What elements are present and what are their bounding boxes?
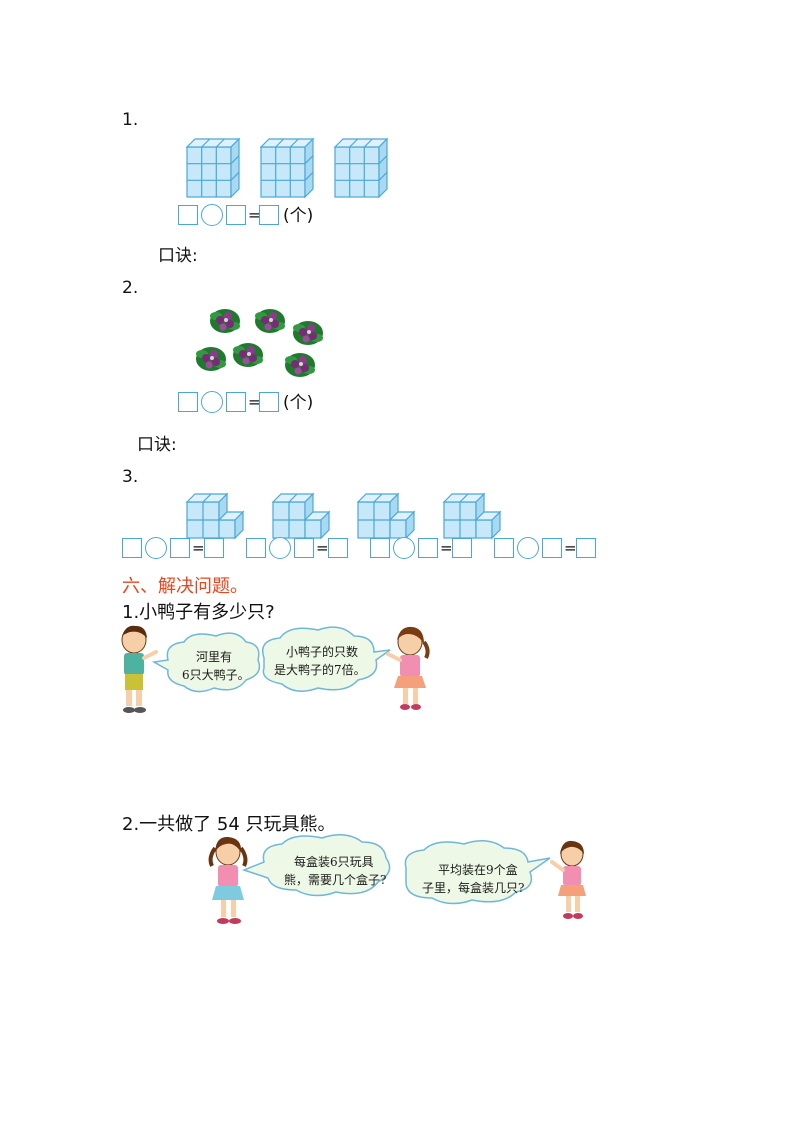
answer-box[interactable] [452,538,472,558]
q1-formula-label: 口诀: [158,246,198,266]
answer-box[interactable] [370,538,390,558]
unit-label: (个) [283,206,314,226]
answer-box[interactable] [178,205,198,225]
equals-sign: = [192,539,205,557]
equals-sign: = [248,393,261,411]
bubble-right-line2: 子里，每盒装几只? [422,880,524,895]
q3-cube-groups [186,493,501,539]
problem-1-text: 1.小鸭子有多少只? [122,602,275,623]
flower-bunch-icon [285,353,315,377]
q2-formula-label: 口诀: [137,435,177,455]
answer-box[interactable] [204,538,224,558]
bubble-left-line1: 每盒装6只玩具 [294,854,374,869]
speech-bubble-icon [241,834,391,897]
section-title: 六、解决问题。 [122,576,248,597]
answer-box[interactable] [294,538,314,558]
operator-circle[interactable] [201,391,223,413]
operator-circle[interactable] [269,537,291,559]
bubble-right-line2: 是大鸭子的7倍。 [274,662,366,677]
equals-sign: = [440,539,453,557]
equals-sign: = [316,539,329,557]
operator-circle[interactable] [201,204,223,226]
operator-circle[interactable] [517,537,539,559]
answer-box[interactable] [418,538,438,558]
girl-figure-icon [386,626,430,710]
answer-box[interactable] [494,538,514,558]
answer-box[interactable] [170,538,190,558]
girl-figure-icon [550,840,586,919]
cube-block-icon [186,493,244,539]
speech-bubble-icon [151,632,261,693]
problem-2-illustration: 每盒装6只玩具 熊，需要几个盒子? 平均装在9个盒 子里，每盒装几只? [208,834,586,924]
answer-box[interactable] [226,205,246,225]
speech-bubble-icon [262,626,391,692]
bubble-left-line1: 河里有 [196,650,232,664]
bubble-right-line1: 平均装在9个盒 [438,862,518,877]
answer-box[interactable] [246,538,266,558]
bubble-right-line1: 小鸭子的只数 [286,644,358,659]
problem-2-text: 2.一共做了 54 只玩具熊。 [122,814,336,835]
answer-box[interactable] [259,205,279,225]
cube-block-icon [443,493,501,539]
flower-bunch-icon [210,309,240,333]
operator-circle[interactable] [145,537,167,559]
bubble-left-line2: 6只大鸭子。 [182,668,250,682]
flower-bunch-icon [233,343,263,367]
unit-label: (个) [283,393,314,413]
girl-figure-icon [208,836,248,924]
q1-number: 1. [122,110,139,130]
equals-sign: = [564,539,577,557]
problem-1-illustration: 河里有 6只大鸭子。 小鸭子的只数 是大鸭子的7倍。 [121,625,430,713]
q1-cube-groups [186,138,388,198]
answer-box[interactable] [259,392,279,412]
flower-bunch-icon [255,309,285,333]
equals-sign: = [248,206,261,224]
cube-block-icon [272,493,330,539]
q2-number: 2. [122,278,139,298]
answer-box[interactable] [226,392,246,412]
answer-box[interactable] [122,538,142,558]
answer-box[interactable] [178,392,198,412]
operator-circle[interactable] [393,537,415,559]
answer-box[interactable] [576,538,596,558]
cube-block-icon [186,138,240,198]
bubble-left-line2: 熊，需要几个盒子? [284,872,386,887]
q2-flowers [196,309,323,377]
answer-box[interactable] [328,538,348,558]
answer-box[interactable] [542,538,562,558]
flower-bunch-icon [196,347,226,371]
boy-figure-icon [121,625,158,713]
speech-bubble-icon [404,840,551,905]
cube-block-icon [260,138,314,198]
cube-block-icon [357,493,415,539]
q3-number: 3. [122,467,139,487]
flower-bunch-icon [293,321,323,345]
cube-block-icon [334,138,388,198]
